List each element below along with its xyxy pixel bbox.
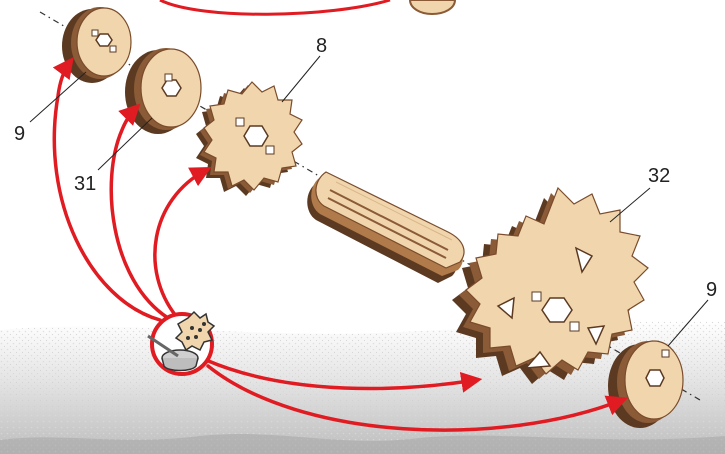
glue-pot-icon [148,312,214,374]
washer-9-top [62,7,131,83]
gear-8 [196,82,302,196]
arrow-top-offscreen [160,0,390,14]
leader-32 [610,188,650,222]
offscreen-part [410,0,455,14]
axle [307,172,464,283]
leader-8 [282,56,320,102]
part-label-8: 8 [316,35,327,57]
washer-31 [125,48,201,134]
part-label-31: 31 [74,173,96,195]
part-label-9-bottom: 9 [706,279,717,301]
part-label-32: 32 [648,165,670,187]
arrow-to-gear-8 [155,170,206,316]
leader-9-top [30,72,86,122]
part-label-9-top: 9 [14,123,25,145]
